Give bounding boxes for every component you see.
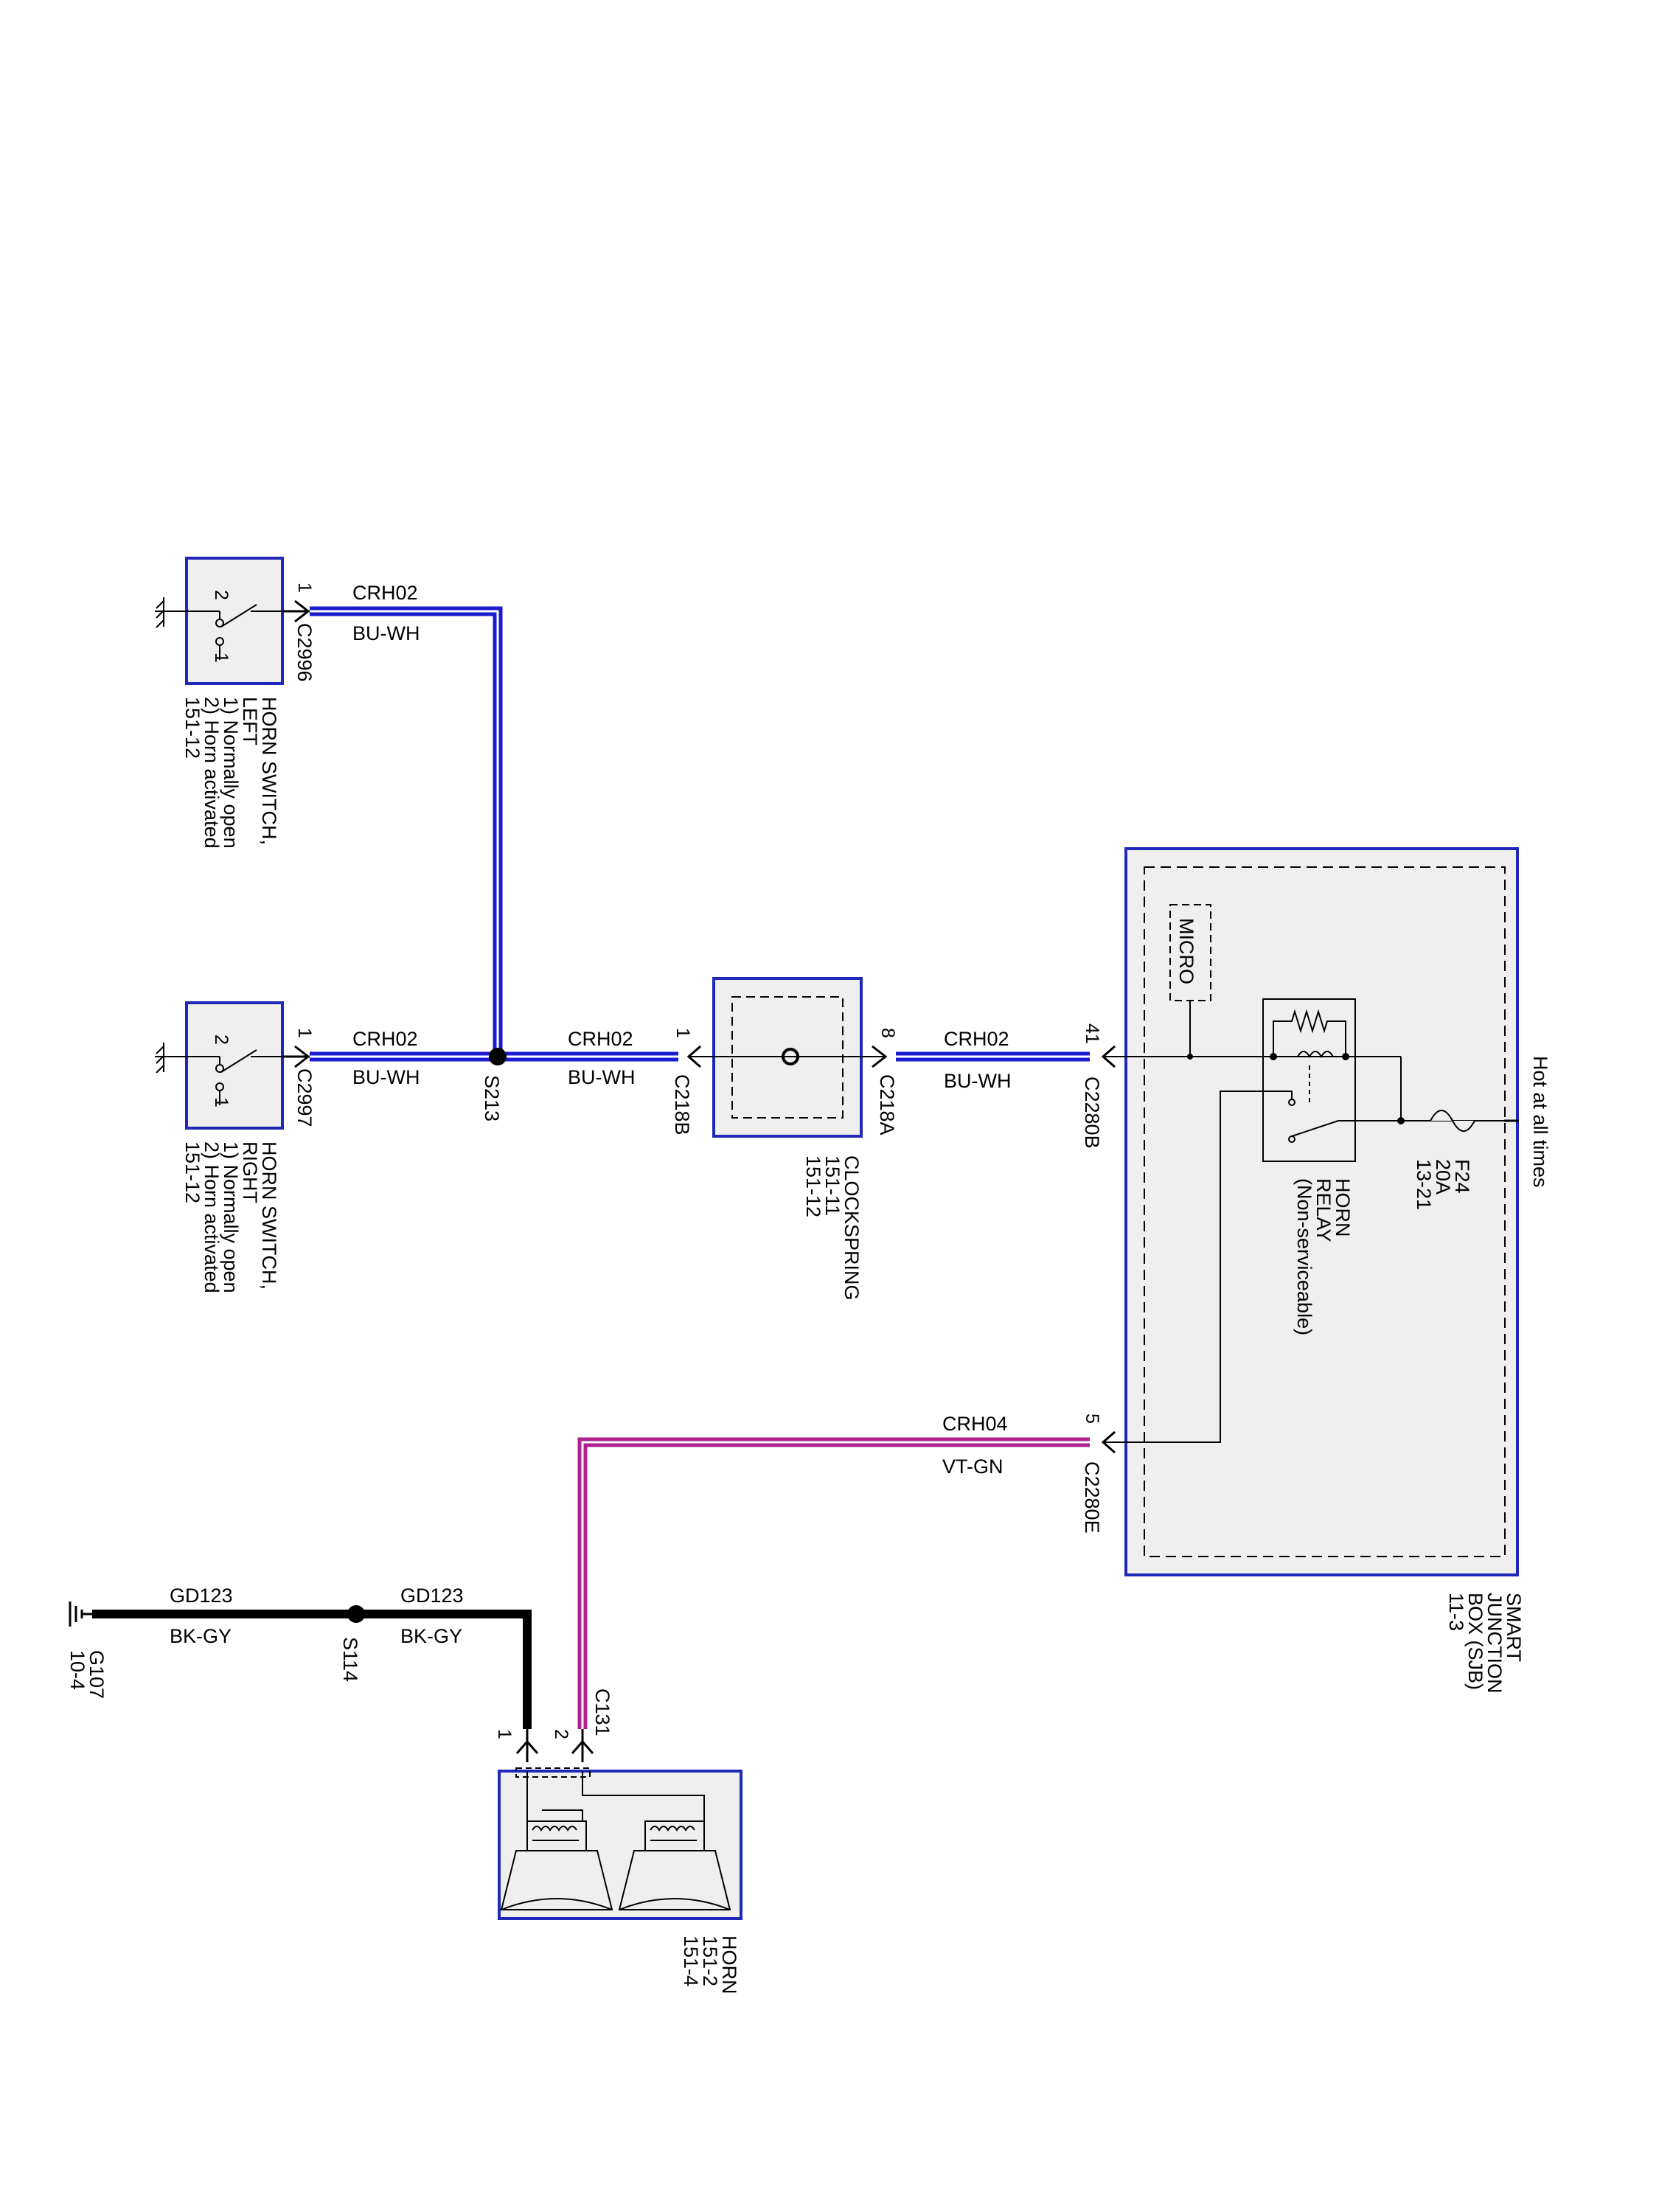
component-title: HORN SWITCH, [258,1141,280,1290]
horn-switch-right: 2 1 1 C2997 HORN SWITCH, RIGHT 1) Normal… [155,1001,316,1293]
wire-color-label: BK-GY [170,1625,232,1647]
relay-coil-icon [1297,1051,1334,1059]
component-title: HORN SWITCH, [258,697,280,845]
fuse-name: F24 [1451,1159,1473,1194]
horn-switch-left: 2 1 1 C2996 HORN SWITCH, LEFT 1) Normall… [155,557,316,849]
component-ref: 151-11 [821,1155,844,1216]
wire-circuit-label: GD123 [170,1585,233,1607]
component-title-line2: RIGHT [239,1141,261,1203]
ground-g107: G107 10-4 [66,1601,108,1699]
horn-relay: HORN RELAY (Non-serviceable) [1262,998,1356,1335]
relay-note: (Non-serviceable) [1293,1178,1315,1335]
component-note-2: 2) Horn activated [201,1141,223,1293]
wire-circuit-label: CRH04 [942,1413,1008,1435]
component-title-line2: LEFT [239,697,261,745]
connector-label: C218B [671,1074,693,1135]
pin-number: 41 [1082,1023,1102,1044]
pin-number: 5 [1082,1413,1102,1424]
component-title-line2: JUNCTION [1484,1593,1506,1694]
switch-position-2: 2 [211,590,232,600]
wire-color-label: BU-WH [944,1070,1011,1092]
micro-label: MICRO [1175,918,1197,984]
wire-circuit-label: GD123 [400,1585,464,1607]
switch-position-1: 1 [211,1097,232,1107]
chassis-ground-icon [156,1043,164,1074]
wire-circuit-label: CRH02 [944,1028,1009,1050]
clockspring-coil-icon [782,1048,799,1065]
component-title: CLOCKSPRING [841,1155,863,1301]
pin-number: 1 [494,1729,515,1739]
component-ref: 151-12 [181,697,204,759]
relay-title-line2: RELAY [1312,1178,1335,1242]
pin-number: 2 [551,1729,571,1739]
pin-number: 8 [877,1028,898,1038]
pin-number: 1 [294,582,315,593]
chassis-ground-icon [156,597,164,628]
splice-s114: S114 [339,1605,365,1682]
component-ref: 151-4 [680,1935,702,1986]
horn-speaker-icon [618,1820,731,1910]
wire-circuit-label: CRH02 [352,582,418,604]
connector-label: C2997 [293,1068,316,1127]
wire-circuit-label: CRH02 [352,1028,418,1050]
ground-ref: 10-4 [66,1650,88,1690]
connector-c218b [686,1045,701,1068]
component-title: HORN [718,1935,740,1994]
relay-resistor-icon [1273,1009,1346,1057]
connector-c2997 [282,1045,310,1068]
relay-title: HORN [1332,1178,1354,1237]
component-note-2: 2) Horn activated [201,697,223,849]
component-title-line3: BOX (SJB) [1464,1593,1486,1690]
wire-gd123-ground [92,1610,532,1729]
component-note-1: 1) Normally open [220,697,242,849]
horn-speaker-icon [500,1820,613,1910]
horn: 1 2 C131 HORN 151-2 151-4 [494,1688,742,1994]
wire-crh04-horn [577,1437,1090,1729]
component-ref: 11-3 [1445,1593,1467,1631]
switch-position-1: 1 [211,653,232,663]
component-note-1: 1) Normally open [220,1141,242,1293]
connector-label: C131 [591,1688,613,1736]
wire-circuit-label: CRH02 [568,1028,633,1050]
splice-label: S213 [481,1075,503,1121]
connector-c131 [515,1729,594,1762]
fuse-ref: 13-21 [1413,1159,1435,1210]
ground-name: G107 [86,1650,108,1699]
splice-label: S114 [339,1637,361,1682]
clockspring: 1 C218B 8 C218A CLOCKSPRING 151-11 151-1… [671,977,898,1301]
smart-junction-box: 41 C2280B 5 C2280E MICRO [1081,847,1551,1694]
connector-label: C2280B [1081,1077,1103,1149]
component-ref: 151-2 [699,1935,721,1986]
wire-color-label: BU-WH [352,622,420,644]
switch-position-2: 2 [211,1034,232,1045]
connector-c2996 [282,599,310,623]
micro-module: MICRO [1169,904,1211,1060]
pin-number: 1 [672,1028,693,1038]
connector-label: C2280E [1081,1461,1103,1534]
connector-c218a [872,1045,888,1068]
component-ref: 151-12 [181,1141,204,1203]
wire-crh02-left [310,606,503,1057]
power-label: Hot at all times [1529,1056,1551,1188]
fuse-rating: 20A [1432,1159,1454,1194]
component-title: SMART [1503,1593,1525,1662]
splice-s213: S213 [481,1048,507,1121]
wire-color-label: VT-GN [942,1455,1004,1478]
wire-color-label: BK-GY [400,1625,462,1647]
pin-number: 1 [294,1028,315,1038]
connector-label: C218A [876,1074,898,1135]
wire-color-label: BU-WH [352,1066,420,1088]
connector-label: C2996 [293,623,316,682]
wire-color-label: BU-WH [568,1066,635,1088]
component-ref: 151-12 [802,1155,824,1217]
ground-symbol-icon [69,1601,92,1627]
fuse-f24-icon: F24 20A 13-21 [1413,1110,1475,1210]
